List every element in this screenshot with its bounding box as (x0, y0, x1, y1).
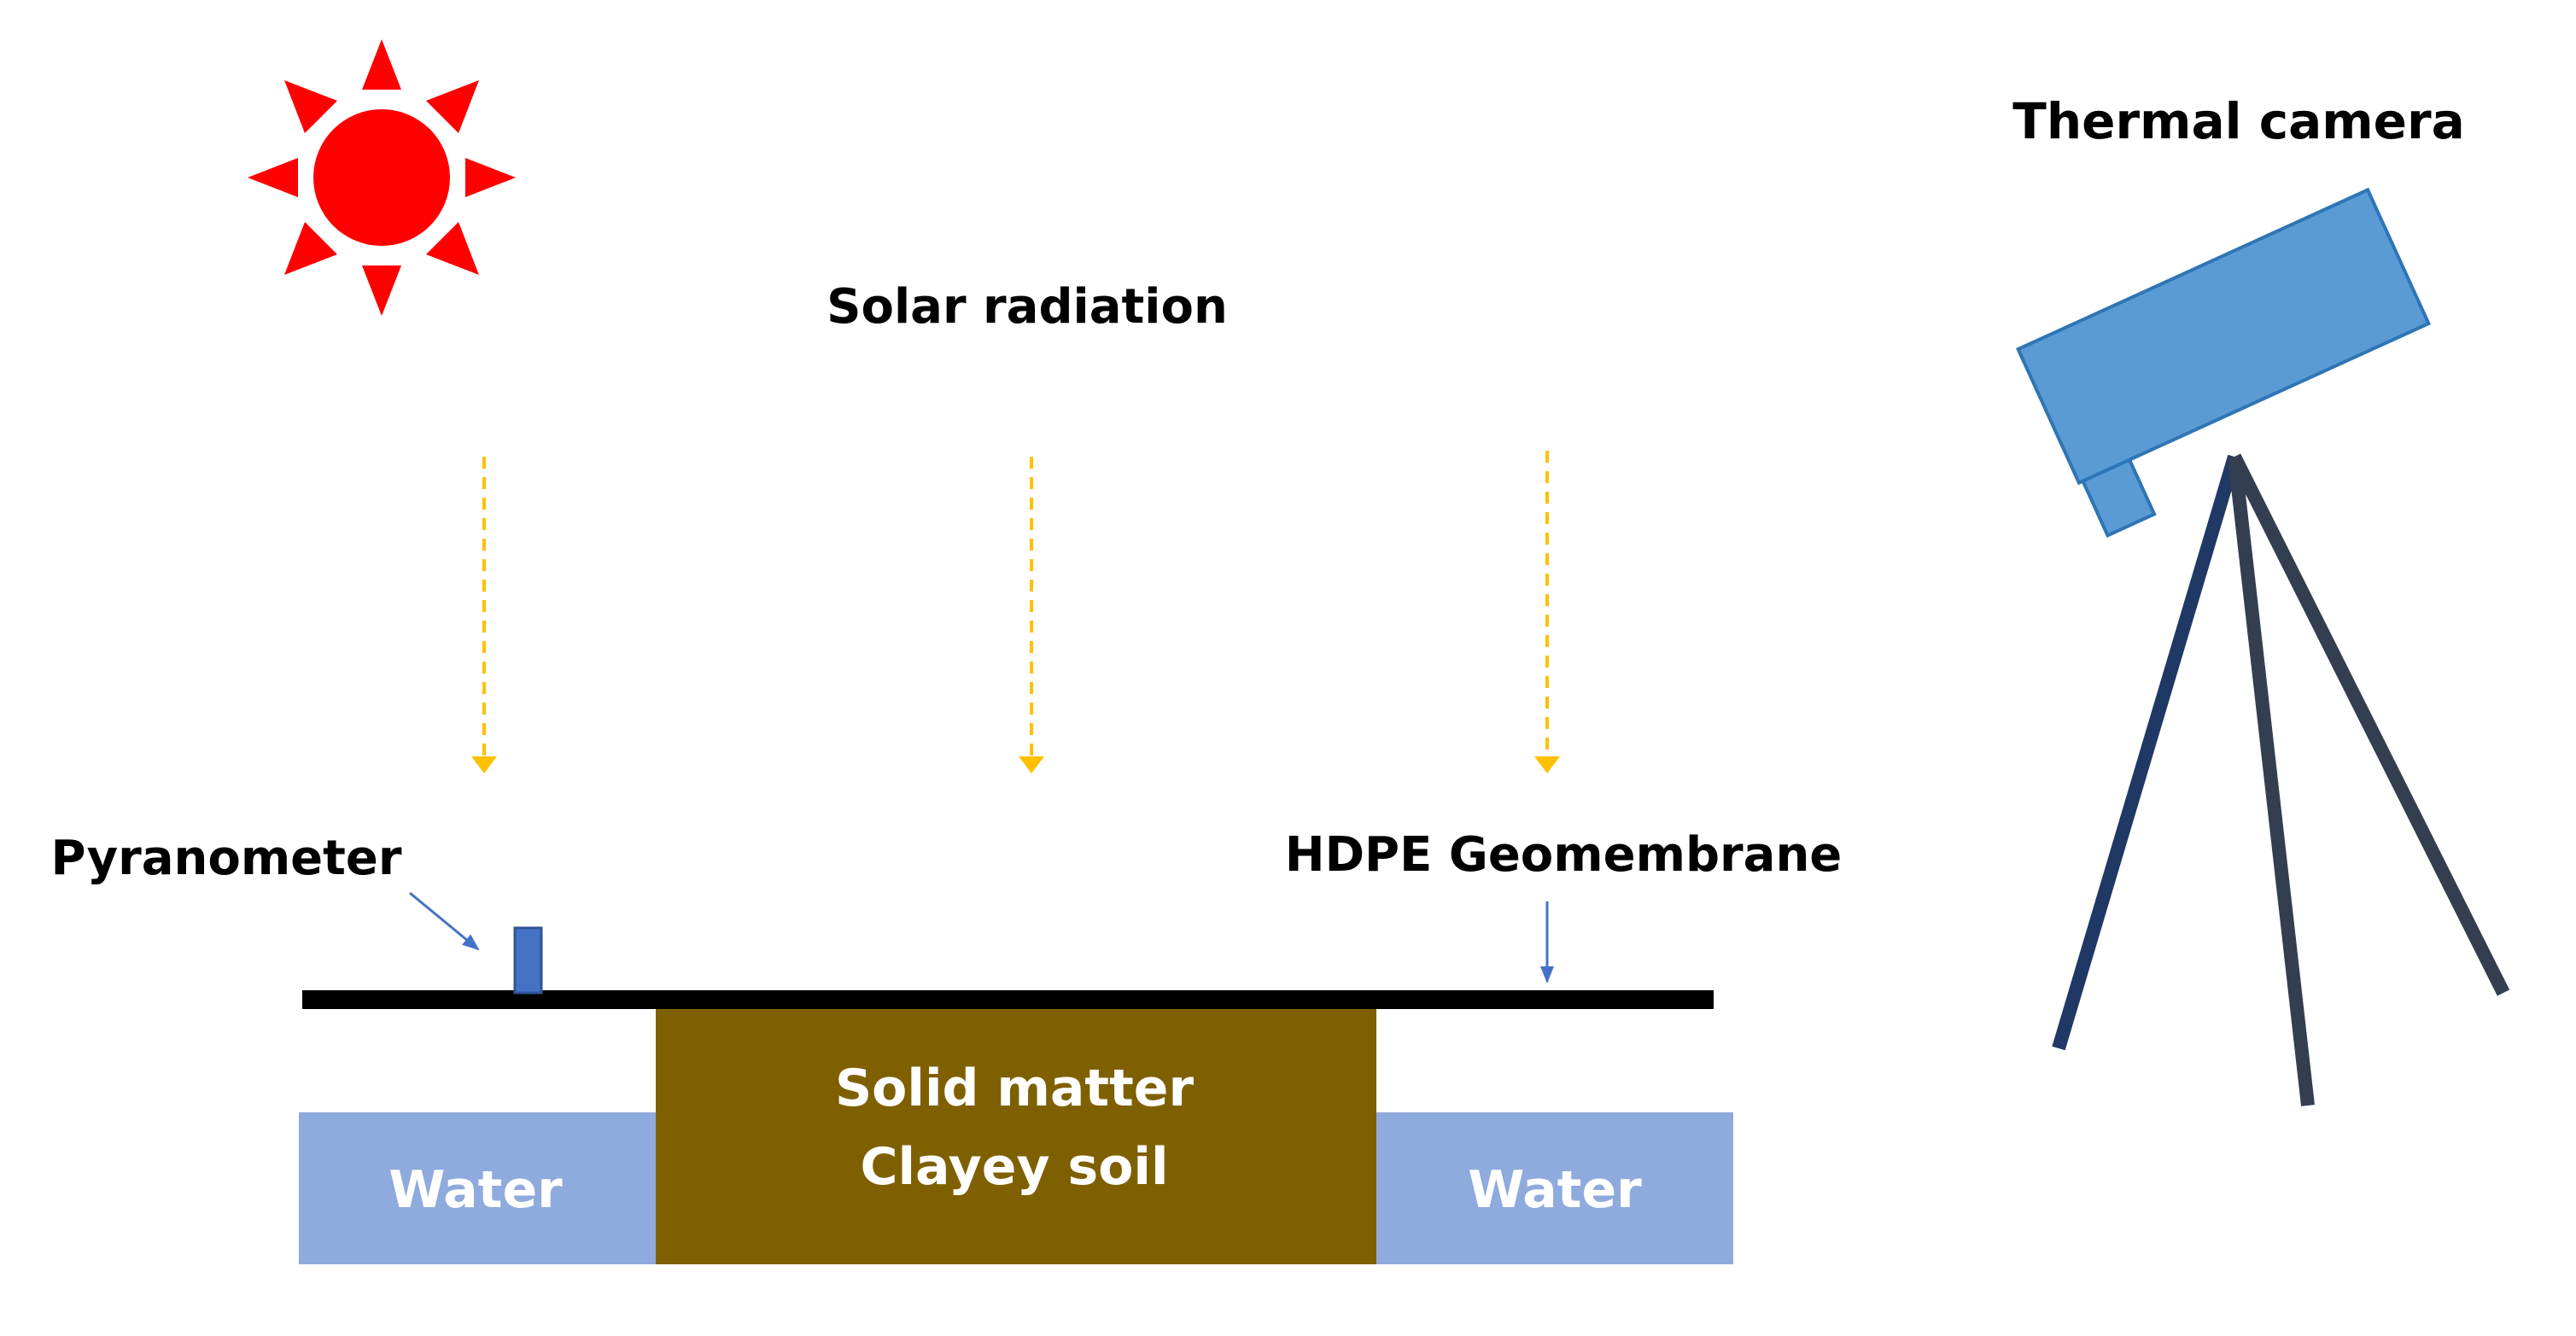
solar-radiation-label: Solar radiation (827, 279, 1228, 335)
water-left (299, 1112, 656, 1264)
pyranometer-pointer-arrow (409, 891, 480, 951)
thermal-camera-label: Thermal camera (2012, 92, 2464, 150)
water-right-label: Water (1468, 1160, 1642, 1220)
water-left-label: Water (388, 1160, 563, 1220)
geomembrane-label: HDPE Geomembrane (1285, 827, 1843, 883)
hdpe-geomembrane (302, 990, 1714, 1009)
clayey-soil-label: Clayey soil (860, 1137, 1168, 1197)
solid-matter-block (656, 1007, 1376, 1264)
sun-icon (248, 39, 516, 316)
thermal-camera-icon (2015, 187, 2432, 538)
water-right (1376, 1112, 1733, 1264)
solid-matter-label: Solid matter (835, 1059, 1194, 1118)
solar-radiation-arrows (471, 451, 1560, 773)
tripod-icon (2052, 453, 2510, 1106)
pyranometer-device (513, 926, 543, 995)
pyranometer-label: Pyranometer (50, 831, 401, 886)
